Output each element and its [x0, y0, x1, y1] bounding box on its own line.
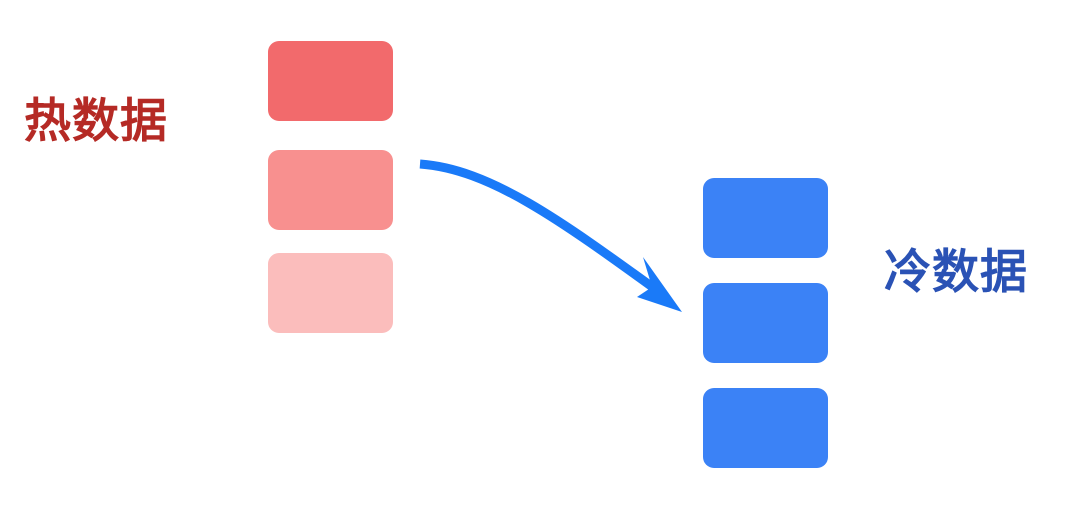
hot-data-block-1: [268, 41, 393, 121]
migration-arrow-shaft: [419, 159, 665, 298]
migration-arrow-head: [637, 257, 682, 312]
cold-data-block-3: [703, 388, 828, 468]
hot-data-label: 热数据: [24, 94, 168, 147]
cold-data-block-2: [703, 283, 828, 363]
migration-arrow: [419, 159, 682, 312]
cold-data-block-1: [703, 178, 828, 258]
hot-data-block-3: [268, 253, 393, 333]
hot-data-block-2: [268, 150, 393, 230]
cold-data-label: 冷数据: [884, 245, 1028, 298]
